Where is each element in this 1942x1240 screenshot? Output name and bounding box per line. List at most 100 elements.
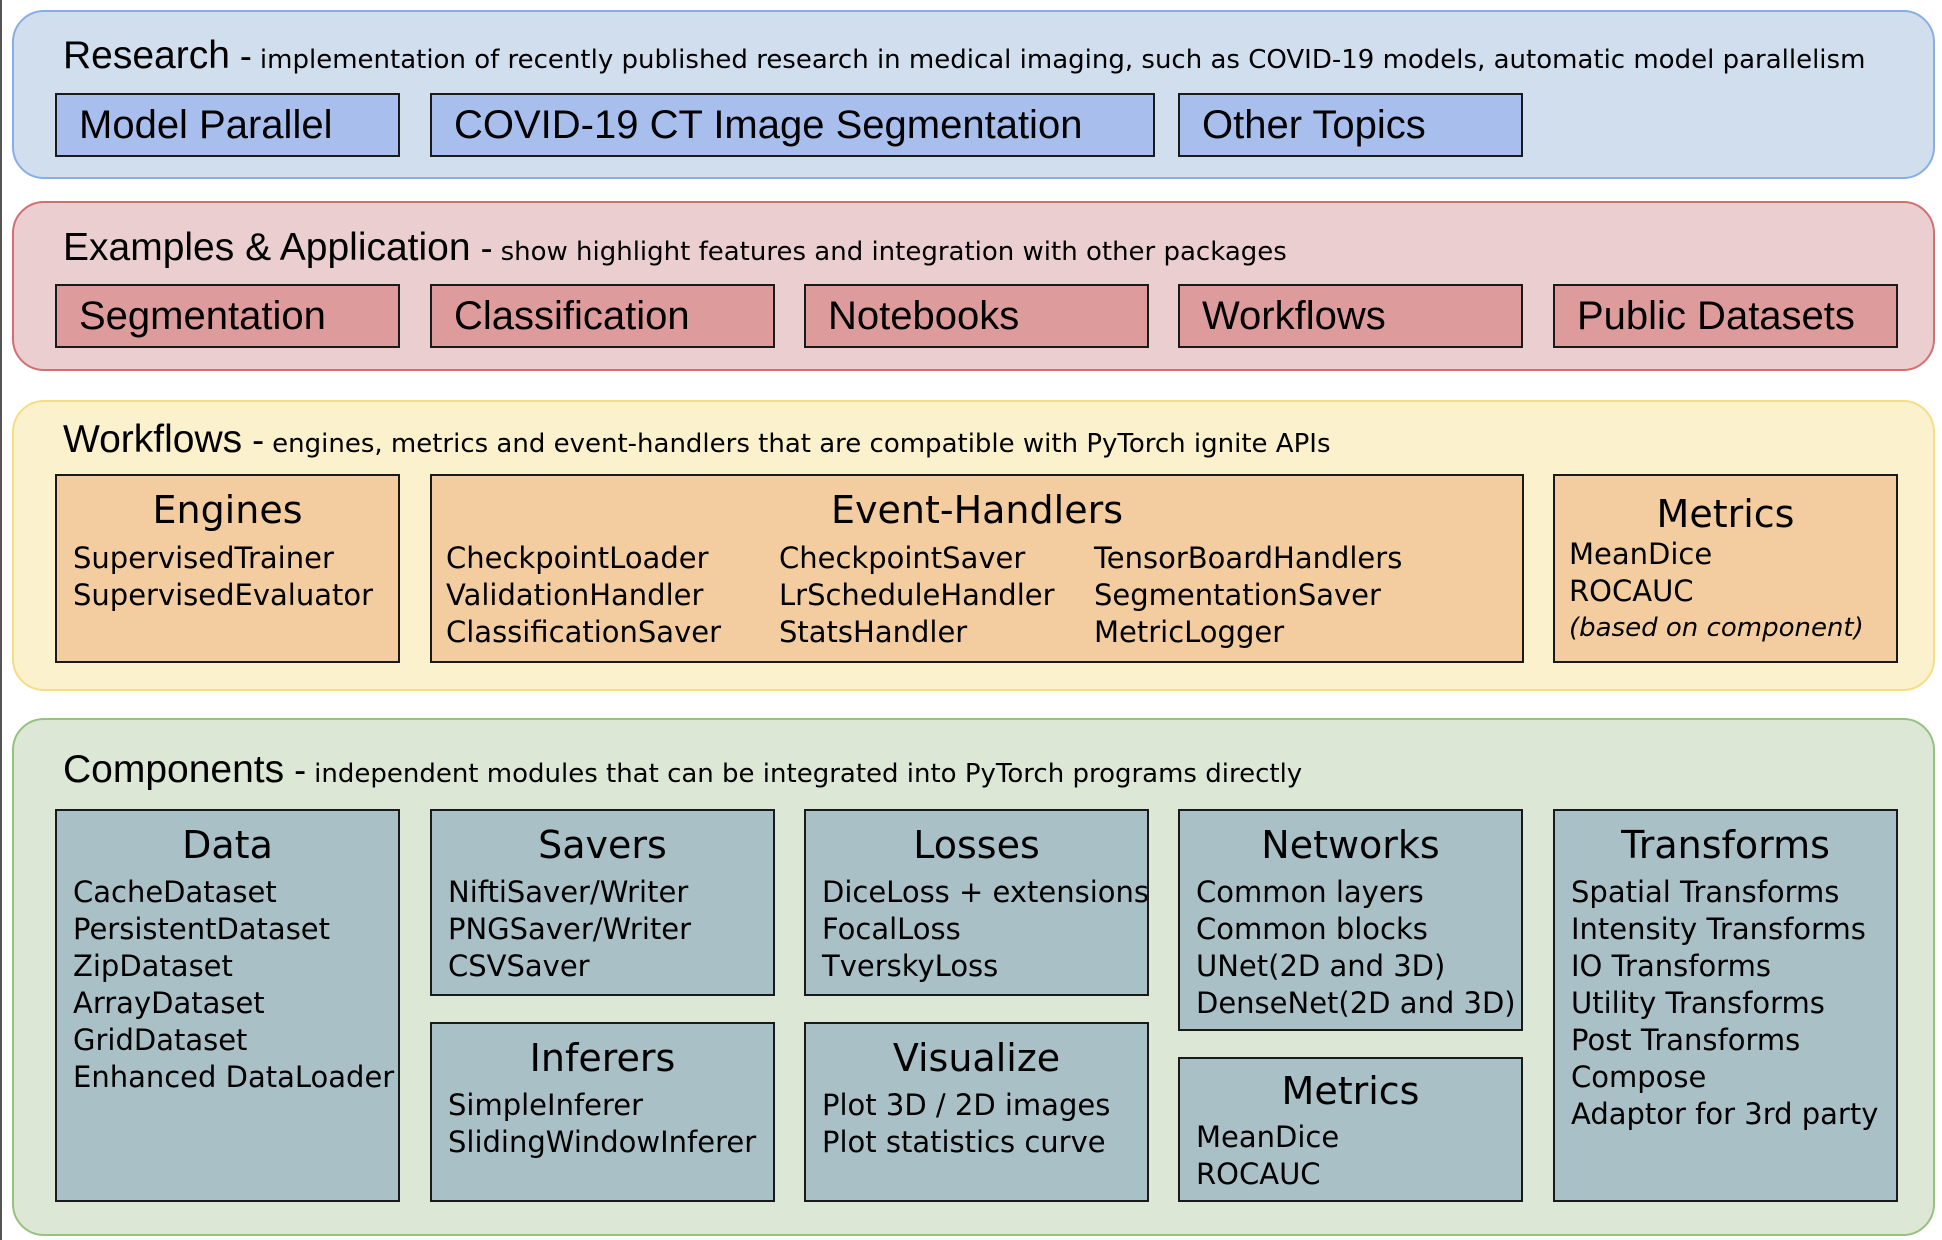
losses-item: FocalLoss	[822, 912, 961, 946]
examples-dash: -	[480, 227, 493, 268]
transforms-item: Post Transforms	[1571, 1023, 1801, 1057]
research-item-covid-segmentation: COVID-19 CT Image Segmentation	[430, 93, 1155, 157]
savers-title: Savers	[538, 823, 667, 867]
research-item-model-parallel: Model Parallel	[55, 93, 400, 157]
event-handler-item: MetricLogger	[1094, 615, 1285, 649]
engines-item: SupervisedTrainer	[73, 541, 334, 575]
losses-list: DiceLoss + extensions FocalLoss TverskyL…	[822, 874, 1149, 985]
data-list: CacheDataset PersistentDataset ZipDatase…	[73, 874, 394, 1096]
networks-item: Common blocks	[1196, 912, 1428, 946]
networks-item: Common layers	[1196, 875, 1424, 909]
savers-item: CSVSaver	[448, 949, 590, 983]
inferers-item: SlidingWindowInferer	[448, 1125, 757, 1159]
data-item: ZipDataset	[73, 949, 233, 983]
transforms-list: Spatial Transforms Intensity Transforms …	[1571, 874, 1878, 1133]
left-edge-rule	[0, 0, 2, 1240]
event-handler-item: SegmentationSaver	[1094, 578, 1381, 612]
event-handler-item: CheckpointSaver	[779, 541, 1026, 575]
visualize-item: Plot statistics curve	[822, 1125, 1106, 1159]
savers-list: NiftiSaver/Writer PNGSaver/Writer CSVSav…	[448, 874, 691, 985]
data-item: ArrayDataset	[73, 986, 265, 1020]
transforms-item: IO Transforms	[1571, 949, 1771, 983]
examples-item-segmentation: Segmentation	[55, 284, 400, 348]
data-item: CacheDataset	[73, 875, 277, 909]
workflows-description: engines, metrics and event-handlers that…	[272, 429, 1331, 459]
examples-item-workflows: Workflows	[1178, 284, 1523, 348]
component-metrics-title: Metrics	[1281, 1069, 1420, 1113]
savers-box: Savers NiftiSaver/Writer PNGSaver/Writer…	[430, 809, 775, 996]
workflows-dash: -	[252, 419, 265, 460]
data-item: GridDataset	[73, 1023, 248, 1057]
research-header: Research-implementation of recently publ…	[63, 34, 1865, 78]
losses-title: Losses	[913, 823, 1040, 867]
networks-list: Common layers Common blocks UNet(2D and …	[1196, 874, 1516, 1022]
data-title: Data	[182, 823, 273, 867]
engines-box: Engines SupervisedTrainer SupervisedEval…	[55, 474, 400, 663]
transforms-item: Utility Transforms	[1571, 986, 1825, 1020]
engines-title: Engines	[152, 488, 303, 532]
event-handlers-box: Event-Handlers CheckpointLoader Validati…	[430, 474, 1524, 663]
examples-header: Examples & Application-show highlight fe…	[63, 226, 1287, 270]
data-item: PersistentDataset	[73, 912, 331, 946]
losses-item: DiceLoss + extensions	[822, 875, 1150, 909]
inferers-box: Inferers SimpleInferer SlidingWindowInfe…	[430, 1022, 775, 1202]
inferers-item: SimpleInferer	[448, 1088, 644, 1122]
research-description: implementation of recently published res…	[259, 45, 1866, 75]
networks-item: UNet(2D and 3D)	[1196, 949, 1446, 983]
workflow-metrics-item: MeanDice	[1569, 537, 1713, 571]
components-dash: -	[294, 749, 307, 790]
research-dash: -	[239, 35, 252, 76]
losses-item: TverskyLoss	[822, 949, 999, 983]
workflows-header: Workflows-engines, metrics and event-han…	[63, 418, 1331, 462]
transforms-item: Adaptor for 3rd party	[1571, 1097, 1879, 1131]
transforms-item: Compose	[1571, 1060, 1707, 1094]
data-item: Enhanced DataLoader	[73, 1060, 395, 1094]
examples-description: show highlight features and integration …	[500, 237, 1287, 267]
component-metrics-box: Metrics MeanDice ROCAUC	[1178, 1057, 1523, 1202]
examples-item-classification: Classification	[430, 284, 775, 348]
workflow-metrics-note: (based on component)	[1569, 613, 1864, 643]
networks-box: Networks Common layers Common blocks UNe…	[1178, 809, 1523, 1031]
engines-list: SupervisedTrainer SupervisedEvaluator	[73, 540, 373, 614]
components-title: Components	[63, 748, 285, 791]
transforms-box: Transforms Spatial Transforms Intensity …	[1553, 809, 1898, 1202]
event-handlers-col3: TensorBoardHandlers SegmentationSaver Me…	[1094, 540, 1402, 651]
component-metrics-item: MeanDice	[1196, 1120, 1340, 1154]
component-metrics-item: ROCAUC	[1196, 1157, 1321, 1191]
components-header: Components-independent modules that can …	[63, 748, 1302, 792]
losses-box: Losses DiceLoss + extensions FocalLoss T…	[804, 809, 1149, 996]
workflows-title: Workflows	[63, 418, 243, 461]
visualize-item: Plot 3D / 2D images	[822, 1088, 1111, 1122]
event-handler-item: LrScheduleHandler	[779, 578, 1055, 612]
visualize-list: Plot 3D / 2D images Plot statistics curv…	[822, 1087, 1110, 1161]
inferers-title: Inferers	[529, 1036, 676, 1080]
workflow-metrics-box: Metrics MeanDice ROCAUC (based on compon…	[1553, 474, 1898, 663]
event-handlers-col1: CheckpointLoader ValidationHandler Class…	[446, 540, 721, 651]
engines-item: SupervisedEvaluator	[73, 578, 374, 612]
networks-title: Networks	[1261, 823, 1440, 867]
event-handler-item: ValidationHandler	[446, 578, 704, 612]
event-handlers-col2: CheckpointSaver LrScheduleHandler StatsH…	[779, 540, 1055, 651]
event-handler-item: TensorBoardHandlers	[1094, 541, 1403, 575]
event-handler-item: CheckpointLoader	[446, 541, 709, 575]
transforms-title: Transforms	[1621, 823, 1830, 867]
savers-item: NiftiSaver/Writer	[448, 875, 689, 909]
research-title: Research	[63, 34, 230, 77]
inferers-list: SimpleInferer SlidingWindowInferer	[448, 1087, 756, 1161]
examples-item-notebooks: Notebooks	[804, 284, 1149, 348]
examples-title: Examples & Application	[63, 226, 471, 269]
visualize-title: Visualize	[892, 1036, 1061, 1080]
component-metrics-list: MeanDice ROCAUC	[1196, 1119, 1339, 1193]
event-handler-item: ClassificationSaver	[446, 615, 721, 649]
workflow-metrics-list: MeanDice ROCAUC (based on component)	[1569, 536, 1864, 647]
examples-item-public-datasets: Public Datasets	[1553, 284, 1898, 348]
workflow-metrics-title: Metrics	[1656, 492, 1795, 536]
savers-item: PNGSaver/Writer	[448, 912, 692, 946]
workflow-metrics-item: ROCAUC	[1569, 574, 1694, 608]
components-description: independent modules that can be integrat…	[314, 759, 1303, 789]
data-box: Data CacheDataset PersistentDataset ZipD…	[55, 809, 400, 1202]
research-item-other-topics: Other Topics	[1178, 93, 1523, 157]
event-handler-item: StatsHandler	[779, 615, 968, 649]
visualize-box: Visualize Plot 3D / 2D images Plot stati…	[804, 1022, 1149, 1202]
networks-item: DenseNet(2D and 3D)	[1196, 986, 1516, 1020]
